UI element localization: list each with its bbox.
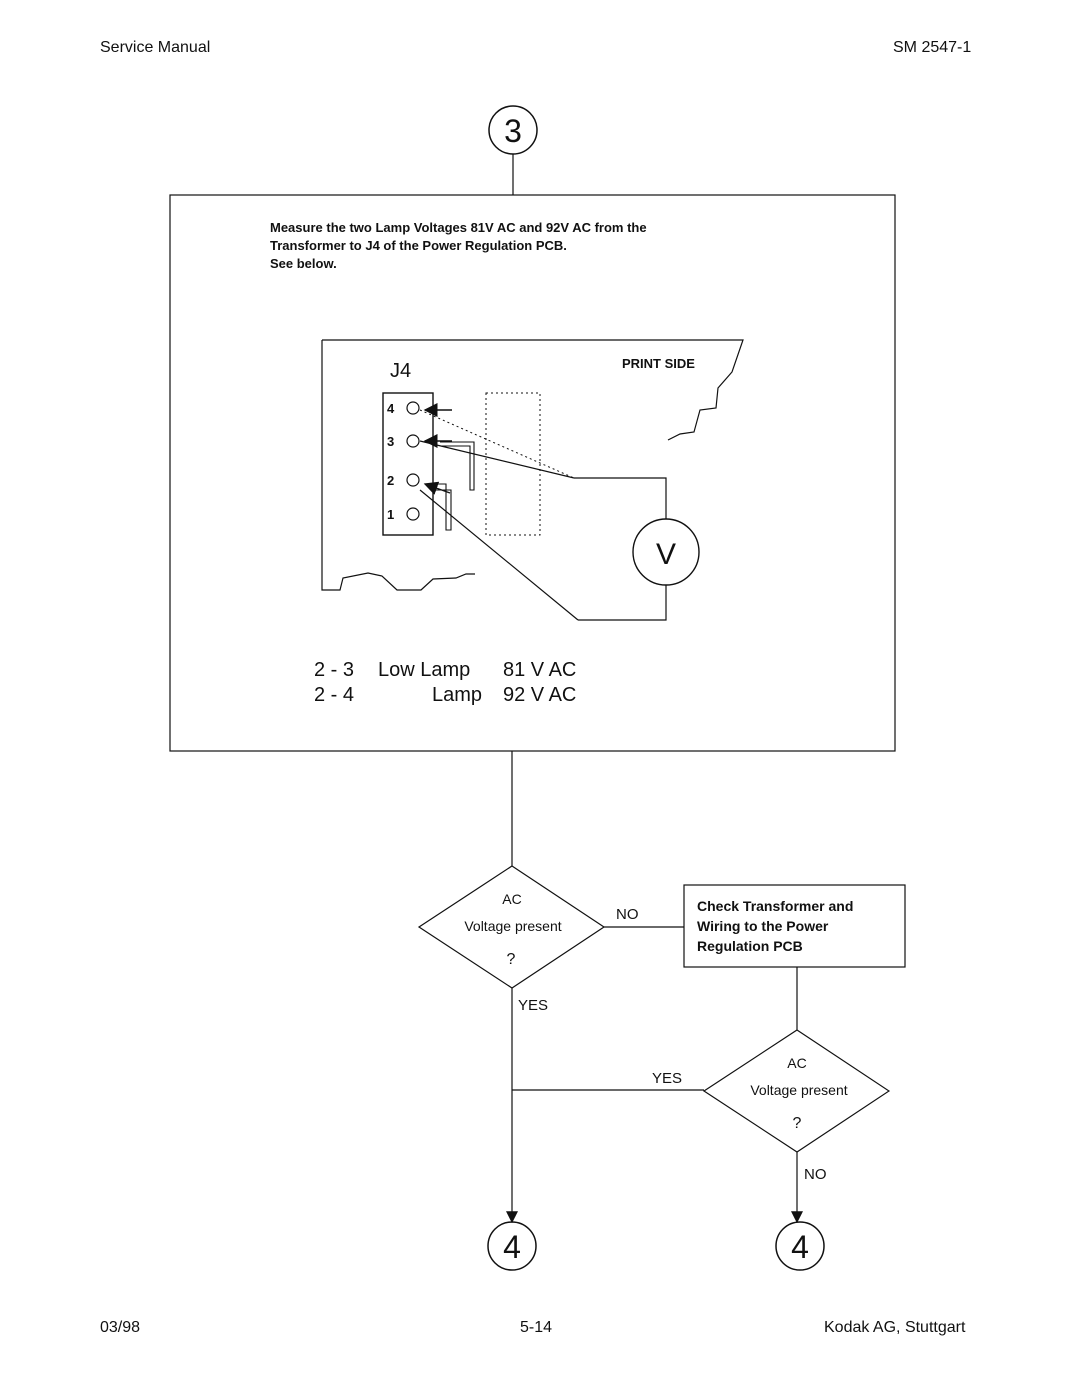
instruction-text: Measure the two Lamp Voltages 81V AC and… (270, 220, 647, 271)
connector-label: J4 (390, 360, 411, 382)
decision-2-line-3: ? (793, 1115, 802, 1132)
action-line-2: Wiring to the Power (697, 918, 829, 934)
entry-connector-label: 3 (504, 113, 522, 149)
meter-lead-top (574, 477, 667, 530)
instruction-line-2: Transformer to J4 of the Power Regulatio… (270, 238, 567, 253)
exit-connector-left-label: 4 (503, 1229, 521, 1265)
measure-1-value: 81 V AC (503, 659, 576, 681)
decision-1-line-2: Voltage present (464, 918, 561, 934)
voltmeter-label: V (656, 538, 676, 571)
pin-1 (406, 507, 420, 521)
pin-label-1: 1 (387, 507, 394, 522)
exit-connector-left: 4 (487, 1221, 537, 1271)
pin-2 (406, 473, 420, 487)
decision-2-line-1: AC (787, 1055, 806, 1071)
pin-4 (406, 401, 420, 415)
probe-lead-pin2 (419, 489, 579, 621)
probe-tip-2 (426, 483, 452, 531)
decision-1: AC Voltage present ? (417, 865, 606, 989)
measure-2-value: 92 V AC (503, 684, 576, 706)
decision-1-line-3: ? (507, 951, 516, 968)
measure-2-pins: 2 - 4 (314, 684, 354, 706)
pin-label-4: 4 (387, 401, 395, 416)
j4-connector (382, 392, 434, 536)
measurement-box (169, 194, 896, 752)
print-side-label: PRINT SIDE (622, 356, 695, 371)
footer-date: 03/98 (100, 1319, 141, 1336)
decision-2: AC Voltage present ? (702, 1029, 891, 1153)
measure-1-name: Low Lamp (378, 659, 470, 681)
no-label-2: NO (804, 1166, 827, 1183)
no-label-1: NO (616, 906, 639, 923)
exit-connector-right: 4 (775, 1221, 825, 1271)
measure-1-pins: 2 - 3 (314, 659, 354, 681)
yes-label-1: YES (518, 997, 548, 1014)
measurement-table: 2 - 3 Low Lamp 81 V AC 2 - 4 Lamp 92 V A… (314, 659, 576, 706)
pin-3 (406, 434, 420, 448)
instruction-line-3: See below. (270, 256, 337, 271)
probe-lead-pin4 (419, 409, 575, 479)
pin-label-3: 3 (387, 434, 394, 449)
footer-page-number: 5-14 (520, 1319, 553, 1336)
probe-lead-pin3 (419, 440, 575, 479)
instruction-line-1: Measure the two Lamp Voltages 81V AC and… (270, 220, 647, 235)
header-doc-number: SM 2547-1 (893, 39, 972, 56)
header-title: Service Manual (100, 39, 211, 56)
pcb-illustration: J4 PRINT SIDE 4 3 2 1 V (321, 339, 744, 621)
probe-tip-3 (440, 441, 475, 491)
action-box: Check Transformer and Wiring to the Powe… (683, 884, 906, 968)
pcb-outline-top (322, 339, 744, 441)
entry-connector: 3 (488, 105, 538, 155)
action-line-3: Regulation PCB (697, 938, 803, 954)
pin-label-2: 2 (387, 473, 394, 488)
exit-connector-right-label: 4 (791, 1229, 809, 1265)
decision-1-line-1: AC (502, 891, 521, 907)
footer-company: Kodak AG, Stuttgart (824, 1319, 966, 1336)
yes-label-2: YES (652, 1070, 682, 1087)
decision-2-line-2: Voltage present (750, 1082, 847, 1098)
action-line-1: Check Transformer and (697, 898, 853, 914)
arrow-pin-2 (423, 481, 451, 495)
meter-lead-bottom (578, 582, 667, 621)
voltmeter (632, 518, 700, 586)
pcb-outline-left (321, 340, 475, 591)
measure-2-name: Lamp (432, 684, 482, 706)
component-outline (485, 392, 541, 536)
